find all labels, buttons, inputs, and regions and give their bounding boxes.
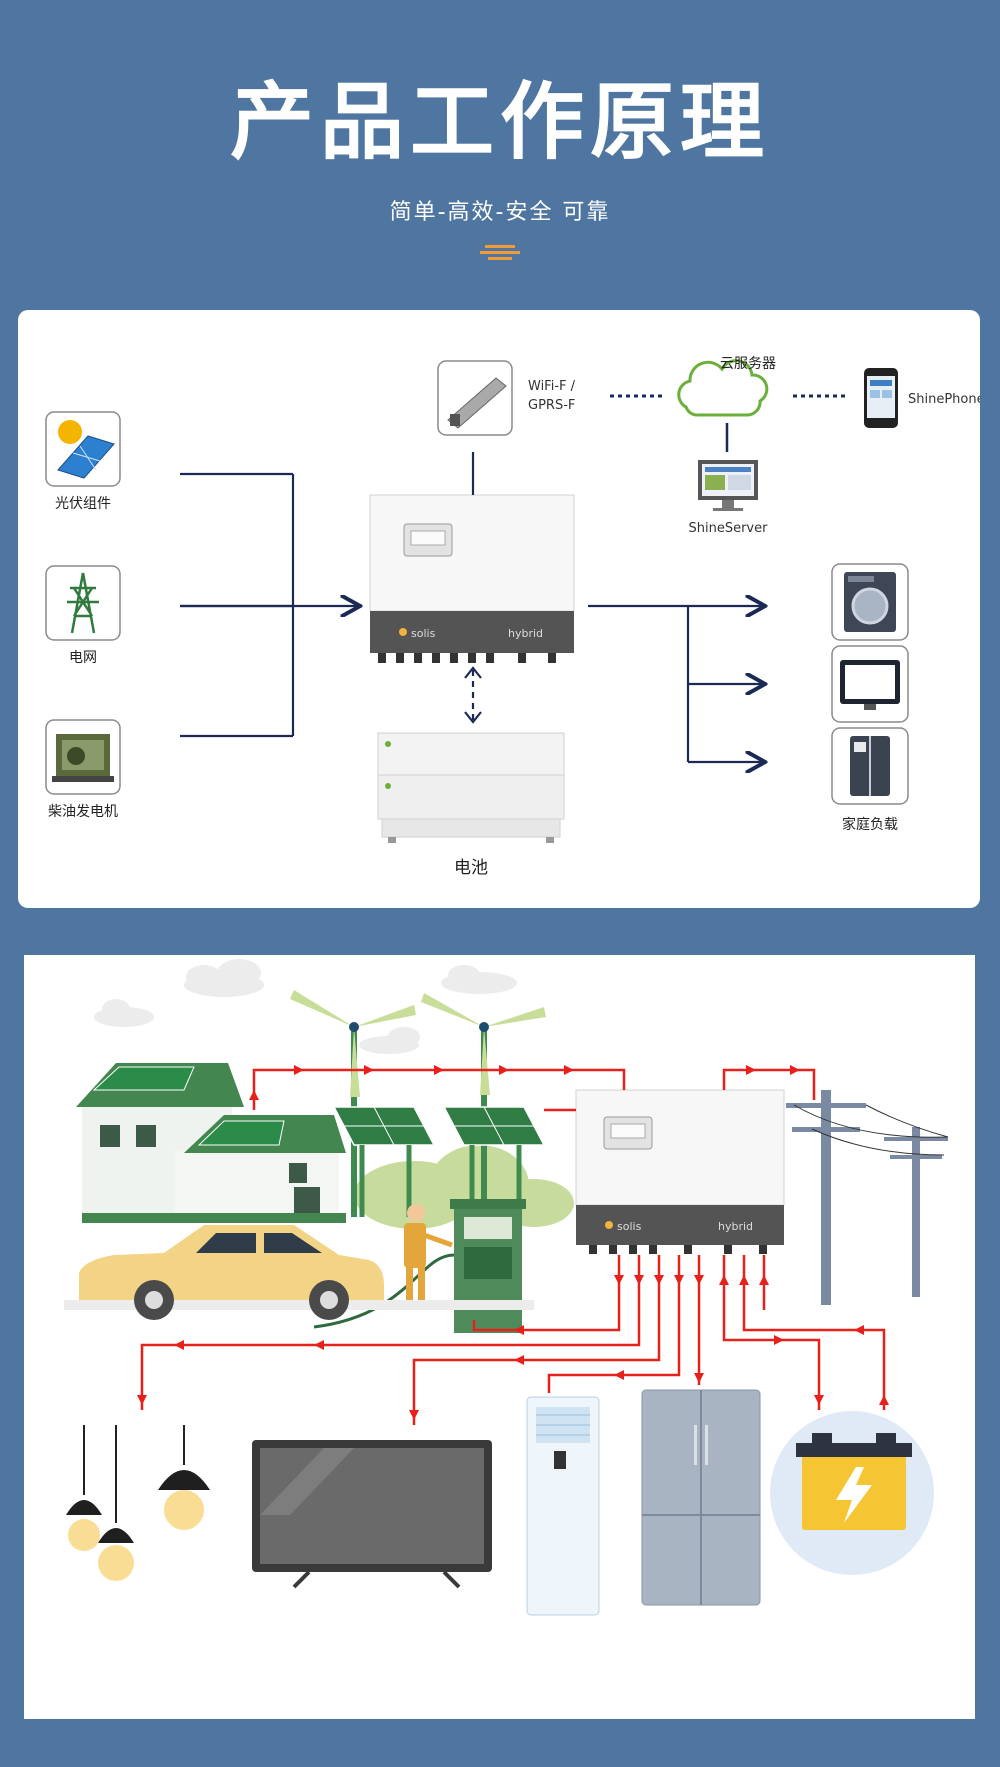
inverter-model: hybrid: [508, 627, 543, 640]
battery-label: 电池: [454, 858, 488, 878]
tv-icon: [831, 645, 909, 723]
car-icon: [64, 1225, 534, 1320]
energy-flow-scene: solis hybrid: [24, 955, 975, 1719]
principle-diagram: 光伏组件 电网 柴油发电机 solis hybrid: [18, 310, 980, 908]
house-icon: [76, 1063, 346, 1223]
scene-inverter-model: hybrid: [718, 1220, 753, 1233]
load-label: 家庭负载: [842, 816, 898, 833]
page-subtitle: 简单-高效-安全 可靠: [389, 200, 611, 225]
cloud-icon: [677, 359, 769, 417]
server-label: ShineServer: [689, 521, 769, 536]
output-connector-lines: [588, 606, 763, 762]
cloud-label: 云服务器: [720, 356, 776, 372]
cloud-decoration: [94, 959, 517, 1054]
battery-icon: [770, 1411, 934, 1575]
hybrid-inverter: solis hybrid: [575, 1089, 785, 1254]
input-label-grid: 电网: [69, 650, 97, 666]
scene-inverter-brand: solis: [617, 1220, 642, 1233]
smartphone-icon: [864, 368, 898, 428]
inverter-brand: solis: [411, 627, 436, 640]
energy-flow-lines: [140, 1068, 886, 1425]
ev-charger-icon: [313, 1199, 526, 1333]
solar-panel-icon: [45, 411, 121, 487]
page-title: 产品工作原理: [229, 73, 770, 171]
refrigerator-icon: [641, 1389, 761, 1606]
person-icon: [404, 1204, 453, 1307]
energy-flow-arrows: [137, 1065, 889, 1420]
power-tower-icon: [45, 565, 121, 641]
server-monitor-icon: [698, 460, 758, 511]
battery-unit: [377, 732, 565, 843]
input-label-diesel: 柴油发电机: [48, 804, 118, 820]
diesel-generator-icon: [45, 719, 121, 795]
light-bulb-icon: [66, 1425, 210, 1581]
refrigerator-icon: [831, 727, 909, 805]
accent-mark: [480, 245, 520, 260]
wifi-module-icon: [437, 360, 513, 436]
tv-icon: [252, 1440, 492, 1589]
comm-module-label-1: WiFi-F /: [528, 379, 576, 394]
comm-module-label-2: GPRS-F: [528, 398, 575, 413]
input-connector-lines: [180, 472, 358, 738]
hybrid-inverter: solis hybrid: [369, 494, 575, 663]
washing-machine-icon: [831, 563, 909, 641]
phone-label: ShinePhone: [908, 392, 980, 407]
input-label-pv: 光伏组件: [55, 496, 111, 512]
air-conditioner-icon: [526, 1396, 600, 1616]
power-pole-icon: [786, 1090, 949, 1305]
